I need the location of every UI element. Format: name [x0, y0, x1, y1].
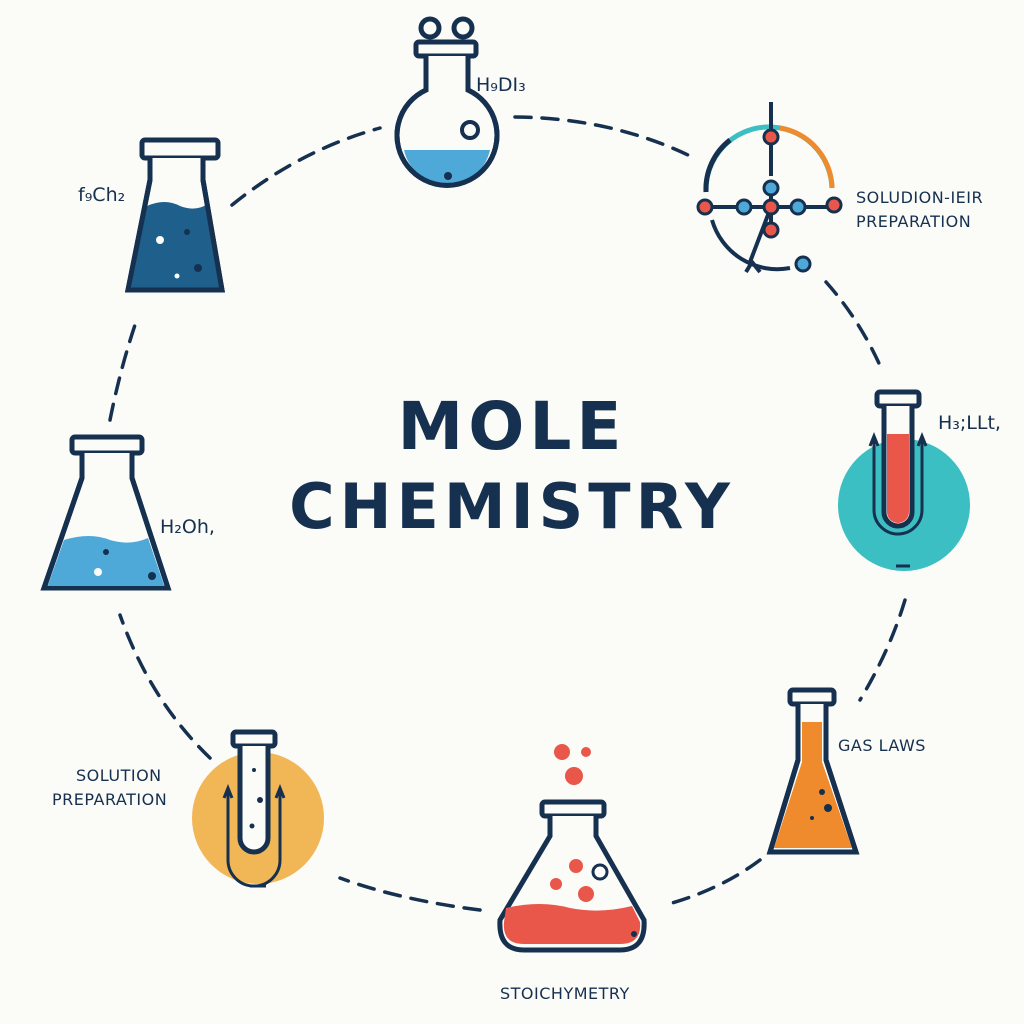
connector-arc	[663, 858, 762, 907]
connector-arc	[230, 126, 382, 207]
molecule-icon	[696, 102, 843, 274]
connector-arc	[858, 598, 907, 702]
bubbling-flask-icon	[497, 744, 647, 953]
label-stoich: STOICHYMETRY	[500, 984, 630, 1003]
title-line-2: CHEMISTRY	[289, 470, 735, 543]
label-right-tube: H₃;LLt,	[938, 412, 1001, 434]
label-left-flask: H₂Oh,	[160, 516, 215, 538]
test-tube-icon	[838, 389, 970, 571]
label-top-flask: H₉DI₃	[476, 74, 526, 96]
label-solution-line-2: PREPARATION	[52, 790, 168, 809]
u-tube-icon	[192, 729, 324, 888]
title-line-1: MOLE	[397, 388, 627, 465]
label-gas-laws: GAS LAWS	[838, 736, 926, 755]
orange-flask-icon	[766, 687, 860, 855]
label-molecule-line-2: PREPARATION	[856, 212, 972, 231]
connector-arc	[338, 876, 482, 912]
connector-arc	[118, 613, 212, 760]
label-molecule-line-1: SOLUDION-IEIR	[856, 188, 984, 207]
erlenmeyer-flask-icon	[40, 434, 172, 591]
label-solution-line-1: SOLUTION	[76, 766, 162, 785]
connector-arc	[513, 115, 690, 157]
cycle-connectors	[108, 115, 907, 912]
round-flask-icon	[394, 16, 500, 188]
beaker-flask-icon	[124, 137, 225, 293]
label-upper-left-flask: f₉Ch₂	[78, 184, 126, 206]
connector-arc	[108, 323, 137, 422]
connector-arc	[824, 280, 884, 372]
